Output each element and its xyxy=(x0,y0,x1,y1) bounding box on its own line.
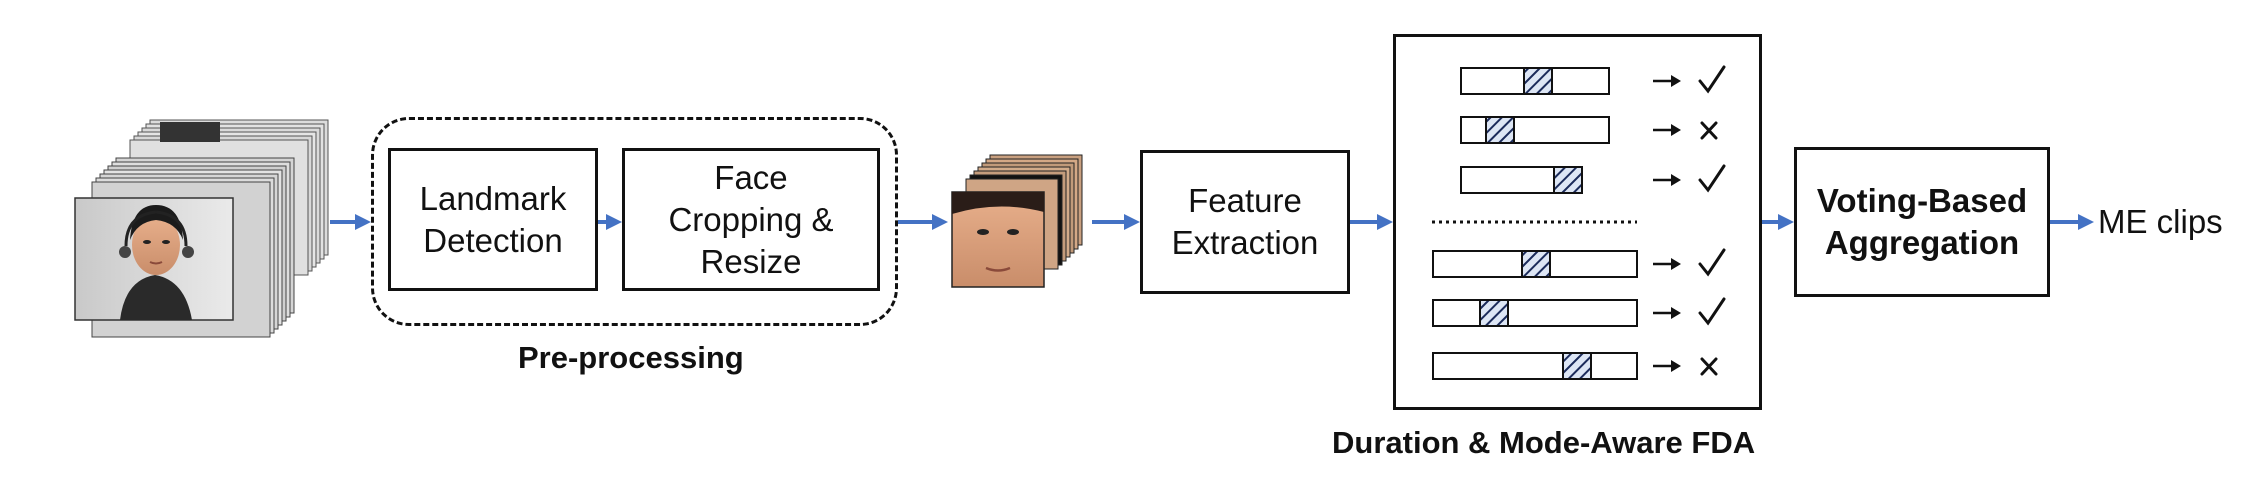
preprocessing-group xyxy=(371,117,898,326)
arrow-input-to-preprocessing-head xyxy=(355,214,371,230)
face-cropping-label: Face Cropping & Resize xyxy=(668,158,834,280)
landmark-detection-label: Landmark Detection xyxy=(419,179,567,259)
arrow-faces-to-feature-head xyxy=(1124,214,1140,230)
feature-extraction-box: Feature Extraction xyxy=(1140,150,1350,294)
voting-aggregation-label: Voting-Based Aggregation xyxy=(1816,182,2028,261)
voting-aggregation-box: Voting-Based Aggregation xyxy=(1794,147,2050,297)
fda-panel xyxy=(1393,34,1762,410)
landmark-detection-box: Landmark Detection xyxy=(388,148,598,291)
arrow-voting-to-output-head xyxy=(2078,214,2094,230)
arrow-feature-to-fda-head xyxy=(1377,214,1393,230)
feature-extraction-label: Feature Extraction xyxy=(1171,182,1319,261)
fda-caption: Duration & Mode-Aware FDA xyxy=(1332,425,1756,460)
face-cropping-box: Face Cropping & Resize xyxy=(622,148,880,291)
arrow-fda-to-voting-head xyxy=(1778,214,1794,230)
preprocessing-caption: Pre-processing xyxy=(518,340,744,375)
output-label: ME clips xyxy=(2098,203,2223,240)
arrow-preprocessing-to-faces-head xyxy=(932,214,948,230)
